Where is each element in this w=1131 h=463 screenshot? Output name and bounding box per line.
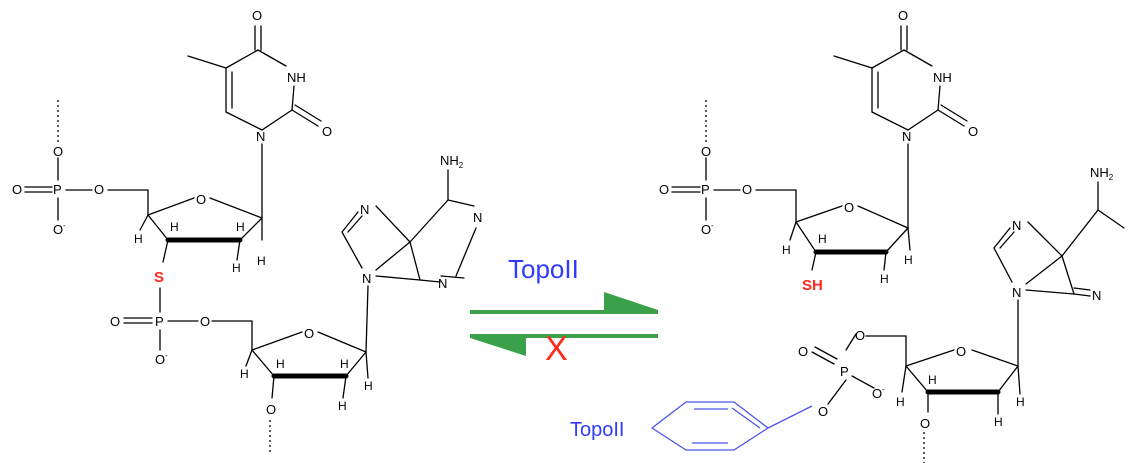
right-adenine-n3: N [1092, 288, 1101, 303]
left-phosphate-mid-p: P [155, 314, 164, 329]
right-phosphate-top-o-left: O [659, 182, 669, 197]
reverse-blocked-x: X [545, 330, 568, 368]
left-phosphate-top: O O P O O - [12, 100, 149, 237]
right-phosphate-top-charge: - [711, 221, 714, 230]
right-thymine-o-right: O [968, 124, 978, 139]
right-tyrosine-ring: TopoII [570, 401, 813, 451]
left-sugar2-ring-o: O [304, 326, 314, 341]
left-phosphate-mid: O P O O - [110, 287, 253, 367]
right-thymine-nh: NH [933, 70, 952, 85]
right-sugar2-o3: O [920, 416, 930, 431]
right-sugar1-h1: H [782, 243, 791, 257]
right-phosphate-bottom-o-minus: O [872, 386, 882, 401]
right-sugar1-h2: H [818, 232, 827, 246]
left-sugar1: O H H H H H S [134, 189, 266, 286]
left-adenine-n3: N [438, 276, 447, 291]
right-phosphate-bottom-p: P [840, 364, 849, 379]
right-phosphate-top-o-ester: O [742, 182, 752, 197]
right-enzyme-label: TopoII [570, 419, 624, 441]
left-sugar2: O H H H H H O [240, 320, 373, 455]
right-sugar1: O H H H H SH [782, 189, 913, 294]
left-adenine-n7: N [360, 202, 369, 217]
left-sugar1-h2: H [170, 220, 179, 234]
left-sugar2-h5: H [364, 379, 373, 393]
right-sugar1-h3: H [880, 272, 889, 286]
left-sugar1-h1: H [134, 232, 143, 246]
left-sugar1-h3: H [236, 220, 245, 234]
left-adenine-n1: N [473, 210, 482, 225]
left-molecule: O NH O N O O P O O - [12, 8, 482, 455]
right-phosphate-top-p: P [701, 182, 710, 197]
left-thymine: O NH O N [187, 8, 332, 219]
right-phosphate-bottom-o-left: O [798, 344, 808, 359]
left-phosphate-mid-o-minus: O [155, 352, 165, 367]
left-sugar1-h5: H [257, 254, 266, 268]
left-phosphate-mid-charge: - [165, 351, 168, 360]
left-sugar2-o3: O [266, 402, 276, 417]
right-adenine-n9: N [1012, 285, 1021, 300]
forward-arrow-head [604, 292, 658, 310]
right-sugar2-h1: H [928, 373, 937, 387]
left-sugar1-h4: H [232, 261, 241, 275]
right-sugar1-h4: H [904, 253, 913, 267]
right-phosphate-top-o-minus: O [701, 222, 711, 237]
left-sugar2-h4: H [338, 399, 347, 413]
right-sugar1-ring-o: O [844, 200, 854, 215]
left-phosphate-top-o-top: O [53, 144, 63, 159]
left-phosphate-top-o-minus: O [53, 222, 63, 237]
left-phosphate-mid-o-ester: O [200, 314, 210, 329]
reaction-arrows: TopoII X [470, 254, 658, 368]
left-phosphate-mid-o-left: O [110, 314, 120, 329]
right-thiol: SH [802, 277, 823, 294]
left-sugar2-h3: H [340, 357, 349, 371]
right-adenine-n7: N [1012, 218, 1021, 233]
enzyme-label-arrow: TopoII [508, 254, 579, 284]
left-thymine-nh: NH [287, 70, 306, 85]
left-phosphate-top-o-ester: O [94, 182, 104, 197]
right-adenine-nh2: NH2 [1090, 165, 1114, 182]
left-thymine-o-right: O [322, 124, 332, 139]
right-molecule: O NH O N O O P O O - [570, 8, 1125, 463]
right-phosphate-bottom-o-ester: O [818, 404, 828, 419]
left-adenine-nh2: NH2 [440, 153, 464, 170]
right-phosphate-bottom: O O P O - O [798, 328, 907, 419]
left-thymine-n1: N [256, 129, 265, 144]
right-sugar2-h4: H [1016, 395, 1025, 409]
left-bridge-sulfur: S [154, 269, 164, 286]
reverse-arrow-shaft [470, 334, 658, 338]
right-sugar2-ring-o: O [956, 344, 966, 359]
left-thymine-o-top: O [252, 8, 262, 23]
left-sugar2-h1: H [240, 367, 249, 381]
left-sugar2-h2: H [276, 357, 285, 371]
right-thymine: O NH O N [833, 8, 978, 229]
right-phosphate-top-o-top: O [701, 144, 711, 159]
left-adenine-n9: N [362, 271, 371, 286]
right-sugar2: O H H H H O [896, 335, 1025, 463]
forward-arrow-shaft [470, 310, 658, 314]
right-thymine-o-top: O [898, 8, 908, 23]
right-adenine: NH2 N N N [993, 165, 1125, 367]
right-sugar2-h3: H [994, 415, 1003, 429]
right-thymine-n1: N [902, 129, 911, 144]
reverse-arrow-head [470, 338, 526, 356]
left-sugar1-ring-o: O [196, 192, 206, 207]
right-phosphate-bottom-charge: - [882, 385, 885, 394]
left-phosphate-top-o-left: O [12, 182, 22, 197]
left-phosphate-top-p: P [53, 182, 62, 197]
right-sugar2-h2: H [896, 395, 905, 409]
right-phosphate-top: O O P O O - [659, 100, 797, 237]
left-phosphate-top-charge: - [63, 221, 66, 230]
right-phosphate-bottom-o-top: O [855, 328, 865, 343]
left-adenine: NH2 N N N N [341, 153, 482, 353]
